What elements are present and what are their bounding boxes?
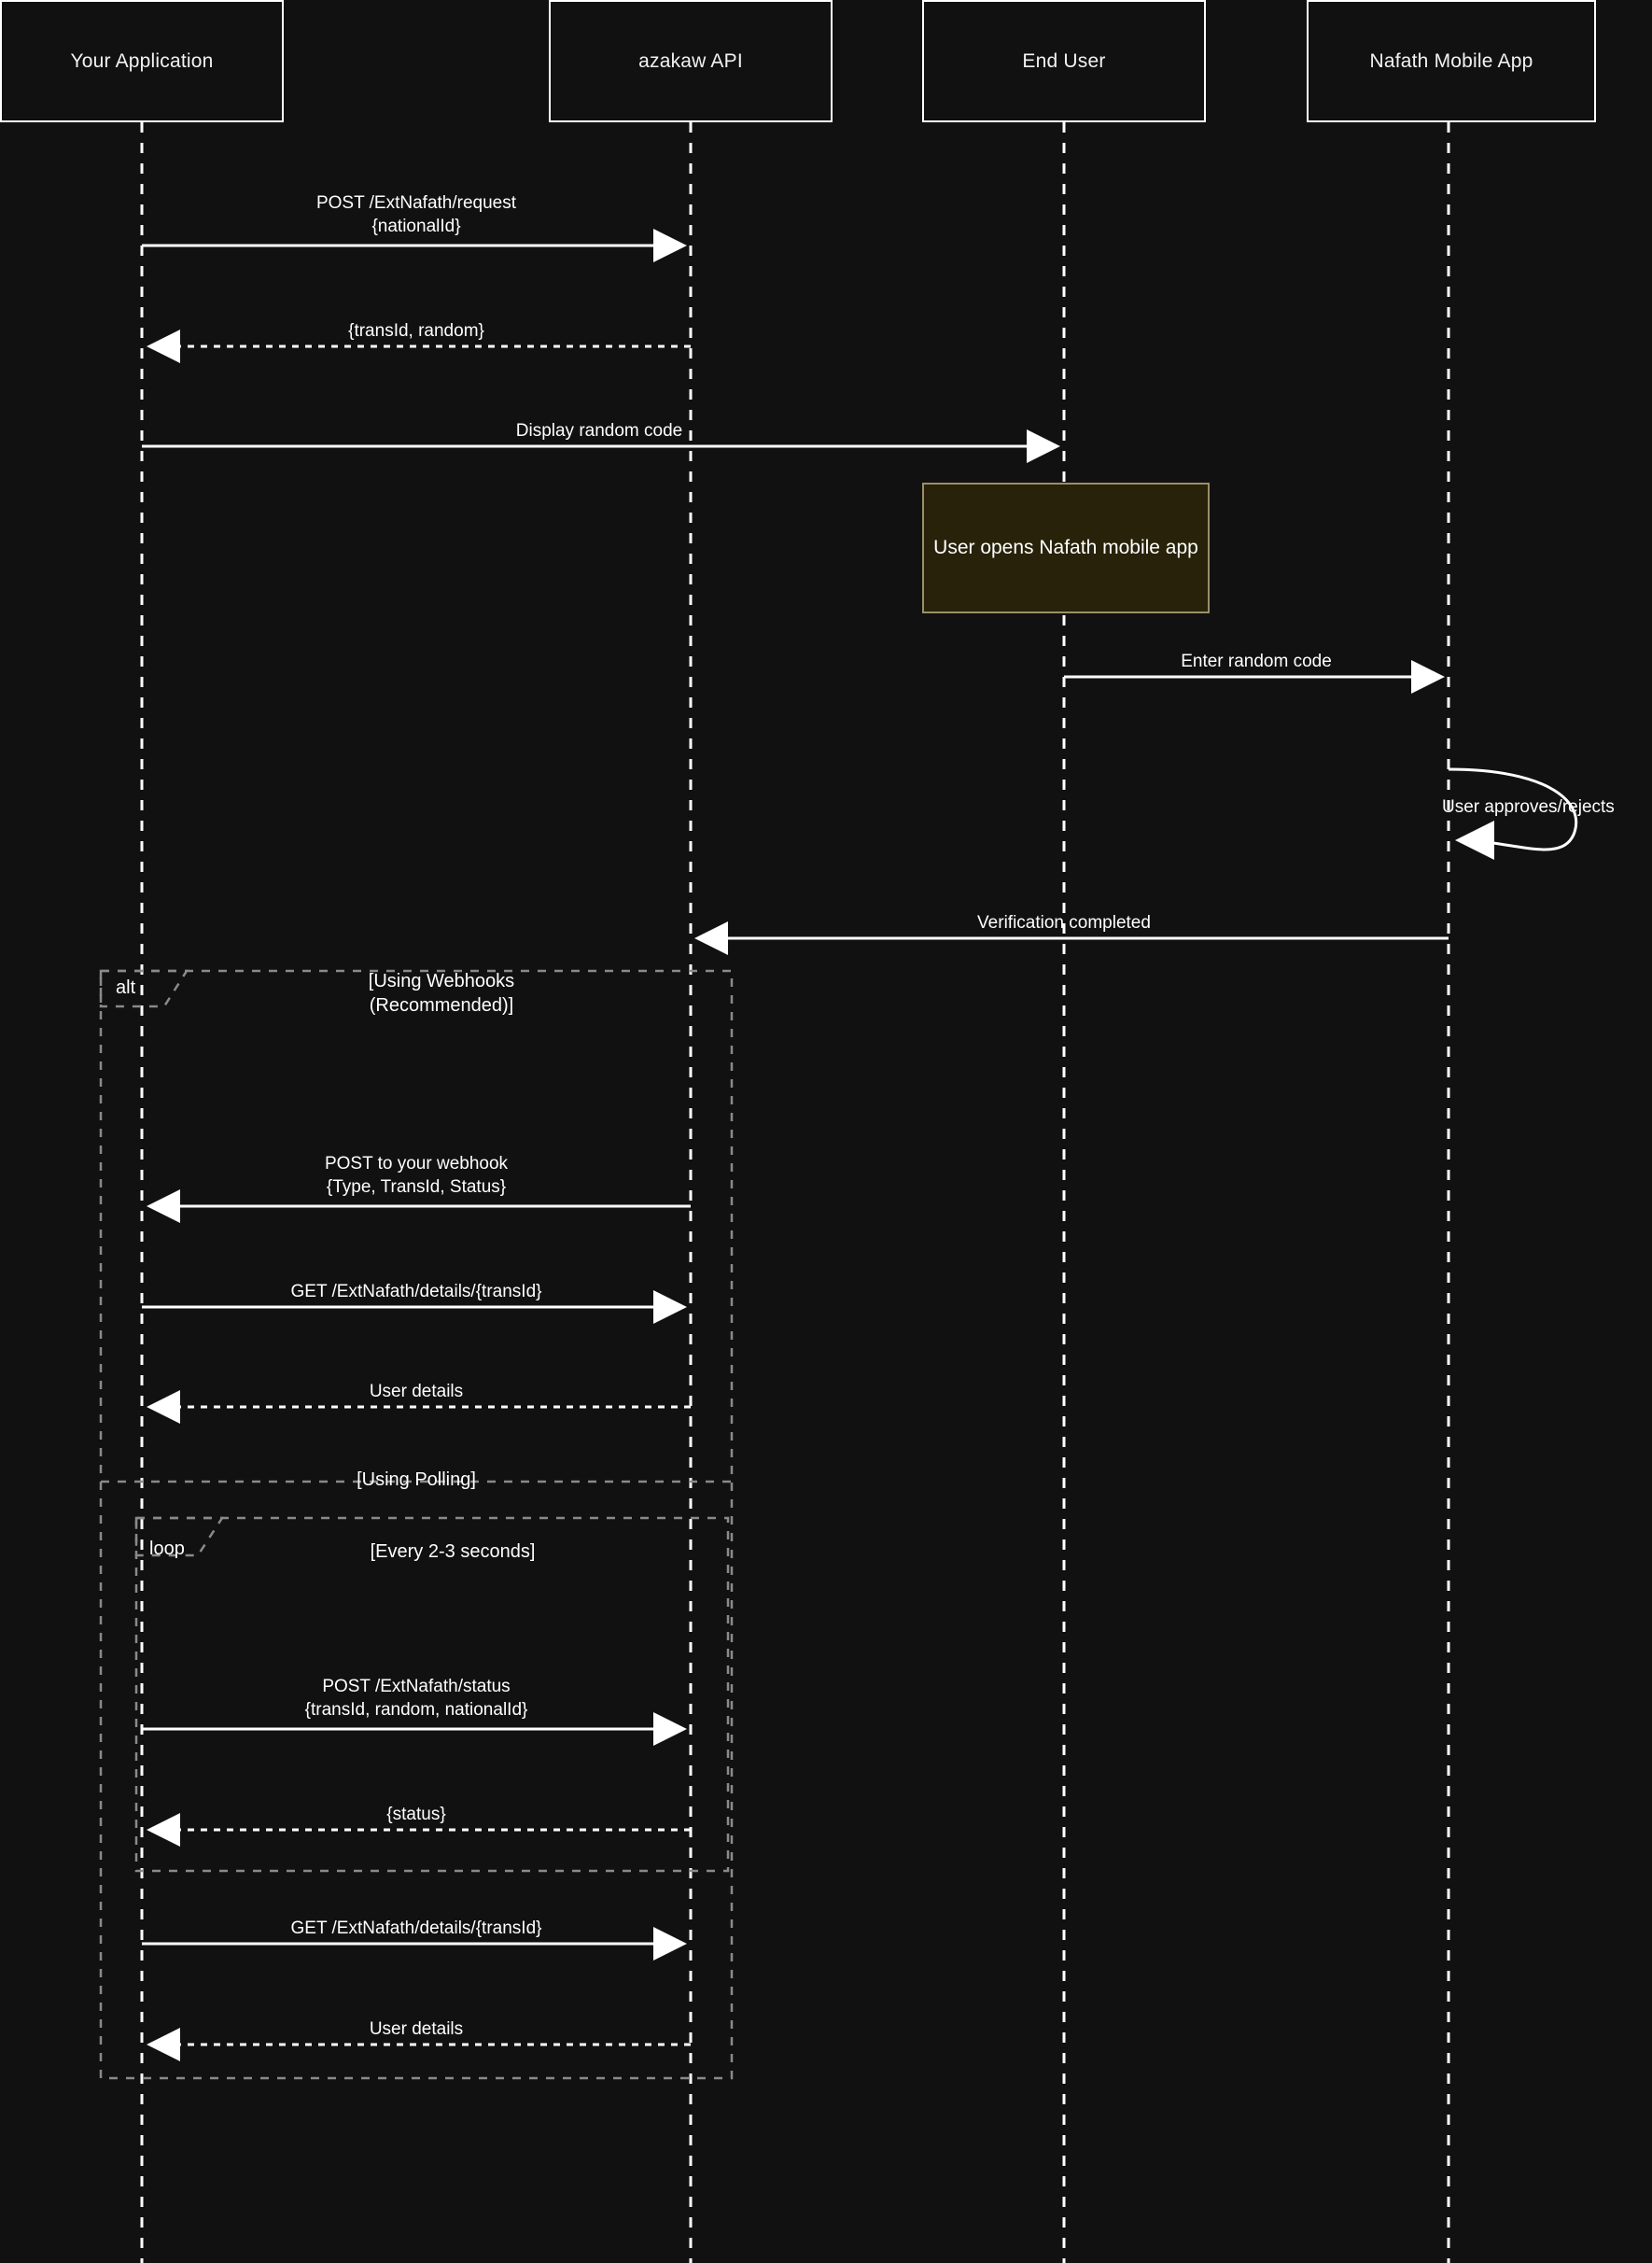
fragment-alt-condition-label: [Using Webhooks (Recommended)] xyxy=(368,971,515,1017)
message-label-m9: User details xyxy=(369,1382,464,1401)
message-label-m10: POST /ExtNafath/status {transId, random,… xyxy=(304,1677,528,1721)
message-label-m13: User details xyxy=(369,2019,464,2039)
message-label-m4: Enter random code xyxy=(1181,652,1332,671)
message-label-m7: POST to your webhook {Type, TransId, Sta… xyxy=(324,1154,509,1198)
message-label-m8: GET /ExtNafath/details/{transId} xyxy=(290,1282,542,1301)
actor-header-api[interactable]: azakaw API xyxy=(549,0,833,122)
fragment-loop-kind-label: loop xyxy=(149,1539,185,1559)
fragment-frames xyxy=(99,969,734,2080)
message-label-m2: {transId, random} xyxy=(348,321,484,341)
message-label-m12: GET /ExtNafath/details/{transId} xyxy=(290,1919,542,1938)
fragment-alt-tab xyxy=(99,969,189,1008)
actor-label-user: End User xyxy=(1022,49,1106,72)
actor-header-nafath[interactable]: Nafath Mobile App xyxy=(1307,0,1596,122)
message-label-m11: {status} xyxy=(386,1805,446,1824)
fragment-alt-divider-label: [Using Polling] xyxy=(357,1469,476,1490)
note-user-opens-nafath: User opens Nafath mobile app xyxy=(922,483,1210,613)
message-label-m5: User approves/rejects xyxy=(1442,797,1615,817)
lifelines xyxy=(140,122,1450,2263)
actor-header-app[interactable]: Your Application xyxy=(0,0,284,122)
note-user-opens-nafath-text: User opens Nafath mobile app xyxy=(933,536,1198,558)
fragment-loop-tab xyxy=(134,1516,225,1557)
actor-label-api: azakaw API xyxy=(638,49,743,72)
fragment-alt-kind-label: alt xyxy=(116,977,136,998)
message-label-m1: POST /ExtNafath/request {nationalId} xyxy=(315,193,517,237)
message-label-m6: Verification completed xyxy=(977,913,1151,933)
fragment-loop-condition-label: [Every 2-3 seconds] xyxy=(370,1541,536,1562)
actor-label-nafath: Nafath Mobile App xyxy=(1369,49,1533,72)
arrow-m5-selfloop xyxy=(1448,767,1578,861)
message-label-m3: Display random code xyxy=(515,421,683,441)
fragment-alt-frame xyxy=(99,969,734,2080)
message-arrows xyxy=(142,229,1578,2061)
actor-header-user[interactable]: End User xyxy=(922,0,1206,122)
actor-label-app: Your Application xyxy=(70,49,214,72)
